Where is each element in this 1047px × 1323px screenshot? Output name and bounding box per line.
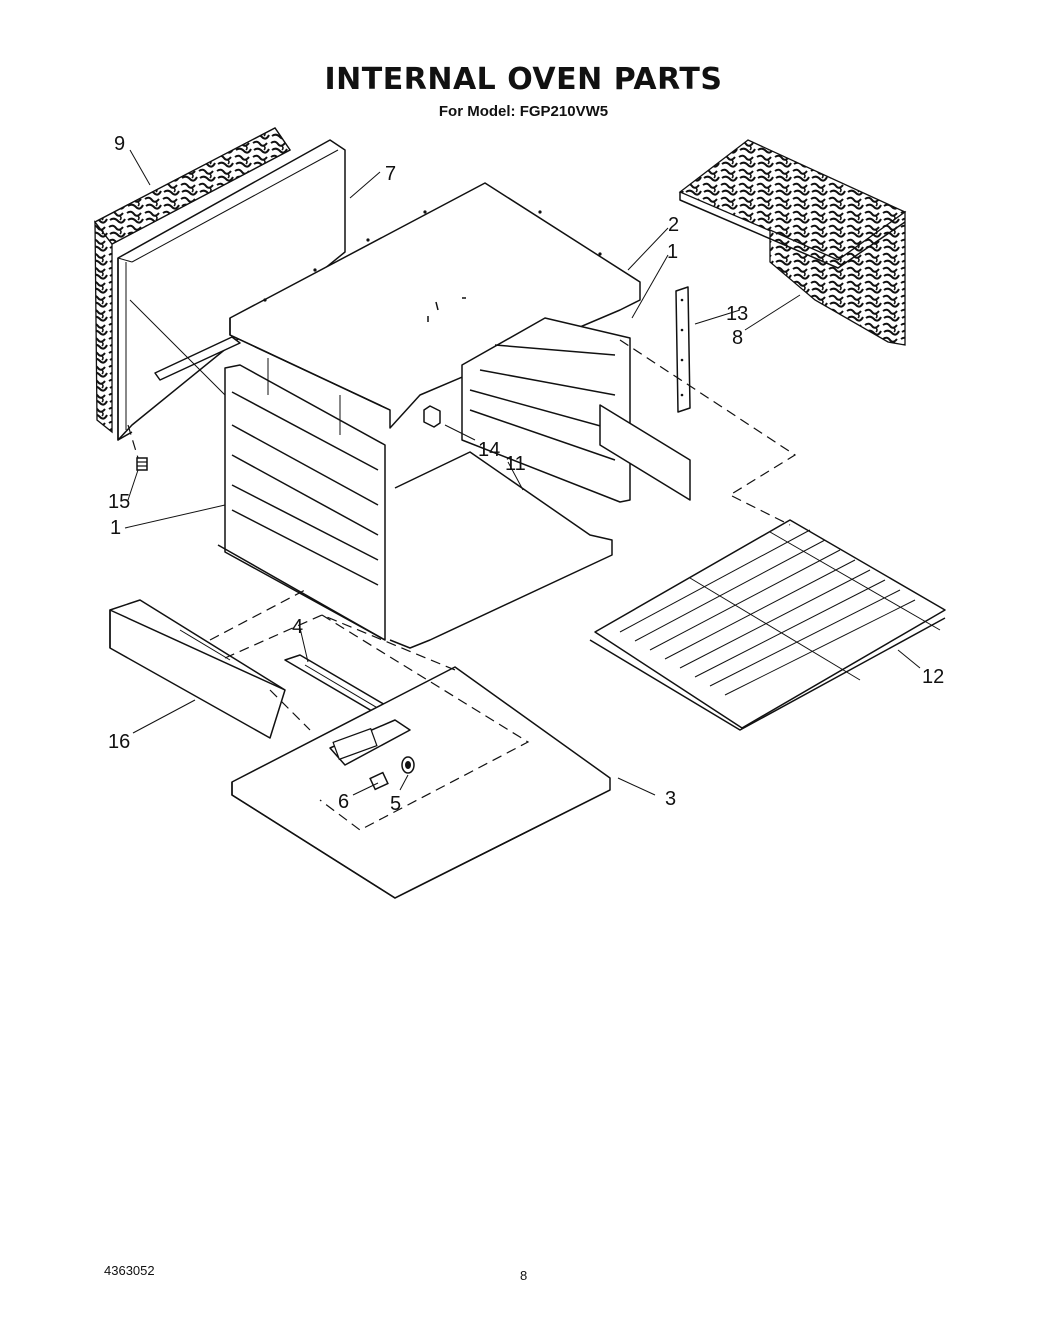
- callout-14: 14: [478, 439, 500, 461]
- callout-6: 6: [338, 791, 349, 813]
- rack-support-part-13: [675, 286, 691, 413]
- assembly-guide-lines: [127, 339, 797, 831]
- model-subtitle: For Model: FGP210VW5: [438, 103, 609, 120]
- callout-3: 3: [665, 788, 676, 810]
- kick-panel-part-16: [109, 599, 286, 739]
- clip-part-14: [423, 405, 441, 428]
- callout-9: 9: [114, 133, 125, 155]
- callout-11: 11: [505, 453, 526, 475]
- page-number: 8: [520, 1268, 528, 1283]
- bottom-pan-part-3: [231, 666, 611, 899]
- page-title: INTERNAL OVEN PARTS: [324, 62, 723, 97]
- callout-4: 4: [292, 616, 303, 638]
- left-slide-rail: [129, 299, 241, 396]
- callout-13: 13: [726, 303, 748, 325]
- door-insulation-part-9: [94, 127, 291, 434]
- callout-1-left: 1: [110, 517, 121, 539]
- top-insulation-part-8: [678, 139, 907, 346]
- callout-1-top: 1: [667, 241, 678, 263]
- document-part-number: 4363052: [104, 1263, 155, 1278]
- callout-15: 15: [108, 491, 130, 513]
- callout-12: 12: [922, 666, 944, 688]
- callout-7: 7: [385, 163, 396, 185]
- callout-16: 16: [108, 731, 130, 753]
- screw-part-15: [136, 457, 148, 471]
- right-side-panel-part-1: [461, 317, 691, 503]
- orifice-part-5: [401, 756, 415, 774]
- left-side-panel-part-1: [217, 358, 386, 641]
- callout-2: 2: [668, 214, 679, 236]
- oven-bottom-part-11: [389, 451, 613, 649]
- callout-5: 5: [390, 793, 401, 815]
- leader-lines: [124, 149, 921, 796]
- callout-8: 8: [732, 327, 743, 349]
- oven-rack-part-12: [589, 519, 946, 731]
